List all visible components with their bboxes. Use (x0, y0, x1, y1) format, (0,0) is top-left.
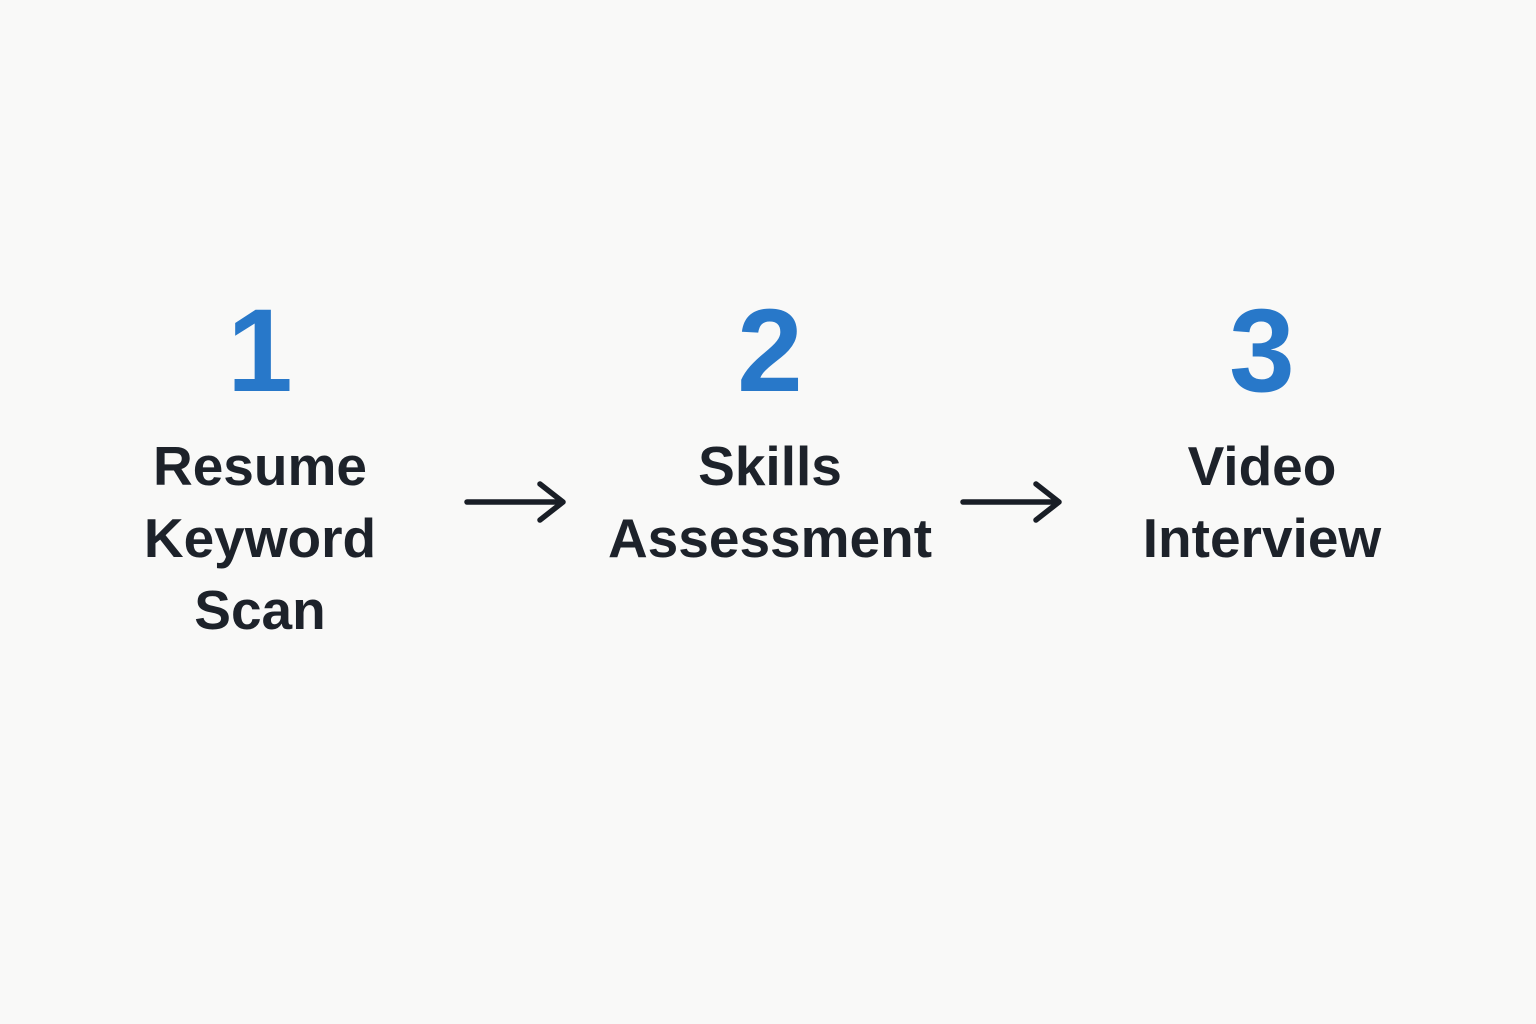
arrow-right-icon (959, 480, 1071, 524)
step-3: 3 Video Interview (1042, 292, 1482, 574)
step-1: 1 Resume Keyword Scan (40, 292, 480, 646)
step-2-number: 2 (737, 285, 803, 417)
step-1-number: 1 (227, 285, 293, 417)
step-1-label: Resume Keyword Scan (143, 435, 377, 642)
step-3-number: 3 (1229, 285, 1295, 417)
step-2-label: Skills Assessment (607, 435, 933, 570)
step-2: 2 Skills Assessment (550, 292, 990, 574)
step-3-label: Video Interview (1142, 435, 1382, 570)
arrow-right-icon (463, 480, 575, 524)
